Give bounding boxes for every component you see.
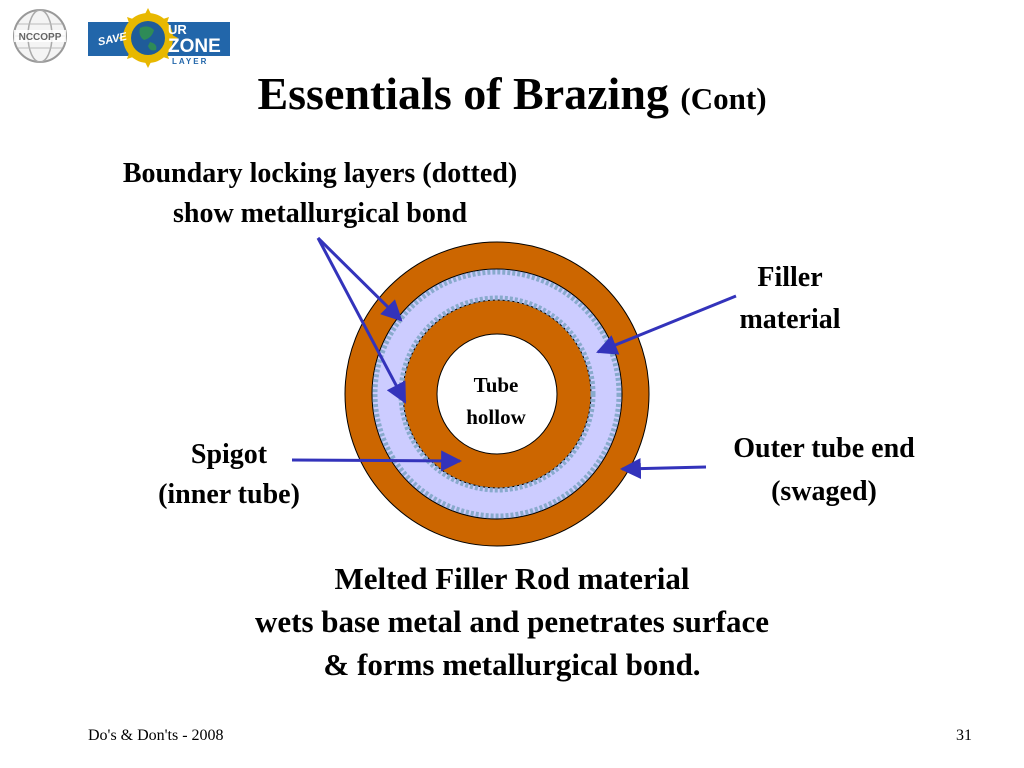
summary-line-2: wets base metal and penetrates surface bbox=[255, 604, 769, 639]
outer-tube-label: Outer tube end (swaged) bbox=[700, 427, 948, 513]
spigot-label-line-2: (inner tube) bbox=[158, 479, 300, 510]
tube-hollow bbox=[436, 333, 558, 455]
tube-label-line-1: Tube bbox=[473, 373, 519, 397]
outer-boundary-dotted-layer bbox=[372, 269, 622, 519]
outer-tube-arrow bbox=[619, 458, 707, 480]
boundary-arrow-inner bbox=[316, 237, 407, 404]
summary-text: Melted Filler Rod material wets base met… bbox=[112, 557, 912, 686]
outer-label-line-1: Outer tube end bbox=[733, 433, 915, 464]
boundary-arrow-outer bbox=[316, 236, 403, 322]
slide-title: Essentials of Brazing (Cont) bbox=[0, 66, 1024, 127]
filler-label-line-2: material bbox=[739, 304, 841, 335]
slide-number: 31 bbox=[956, 727, 972, 744]
summary-line-1: Melted Filler Rod material bbox=[334, 561, 690, 596]
filler-material-label: Filler material bbox=[712, 257, 868, 341]
boundary-layers-label: Boundary locking layers (dotted) show me… bbox=[60, 154, 580, 234]
boundary-label-line-1: Boundary locking layers (dotted) bbox=[122, 158, 518, 189]
tube-hollow-label: Tube hollow bbox=[440, 369, 552, 433]
outer-label-line-2: (swaged) bbox=[771, 476, 877, 507]
boundary-label-line-2: show metallurgical bond bbox=[172, 198, 468, 229]
filler-label-line-1: Filler bbox=[757, 262, 823, 293]
spigot-arrow bbox=[291, 450, 463, 472]
nccopp-logo-text: NCCOPP bbox=[19, 32, 62, 43]
summary-line-3: & forms metallurgical bond. bbox=[323, 647, 701, 682]
spigot-label-line-1: Spigot bbox=[190, 439, 268, 470]
footer-left-text: Do's & Don'ts - 2008 bbox=[88, 727, 224, 744]
title-main: Essentials of Brazing bbox=[257, 68, 669, 119]
logo-zone-text: ZONE bbox=[168, 36, 221, 57]
filler-arrow bbox=[596, 294, 737, 355]
spigot-label: Spigot (inner tube) bbox=[118, 435, 340, 515]
nccopp-logo: NCCOPP bbox=[13, 9, 67, 63]
title-suffix: (Cont) bbox=[680, 81, 767, 116]
tube-label-line-2: hollow bbox=[466, 405, 526, 429]
logo-ur-text: UR bbox=[168, 22, 187, 37]
save-our-ozone-logo: SAVE UR ZONE LAYER bbox=[88, 8, 230, 68]
logo-layer-text: LAYER bbox=[172, 57, 208, 66]
